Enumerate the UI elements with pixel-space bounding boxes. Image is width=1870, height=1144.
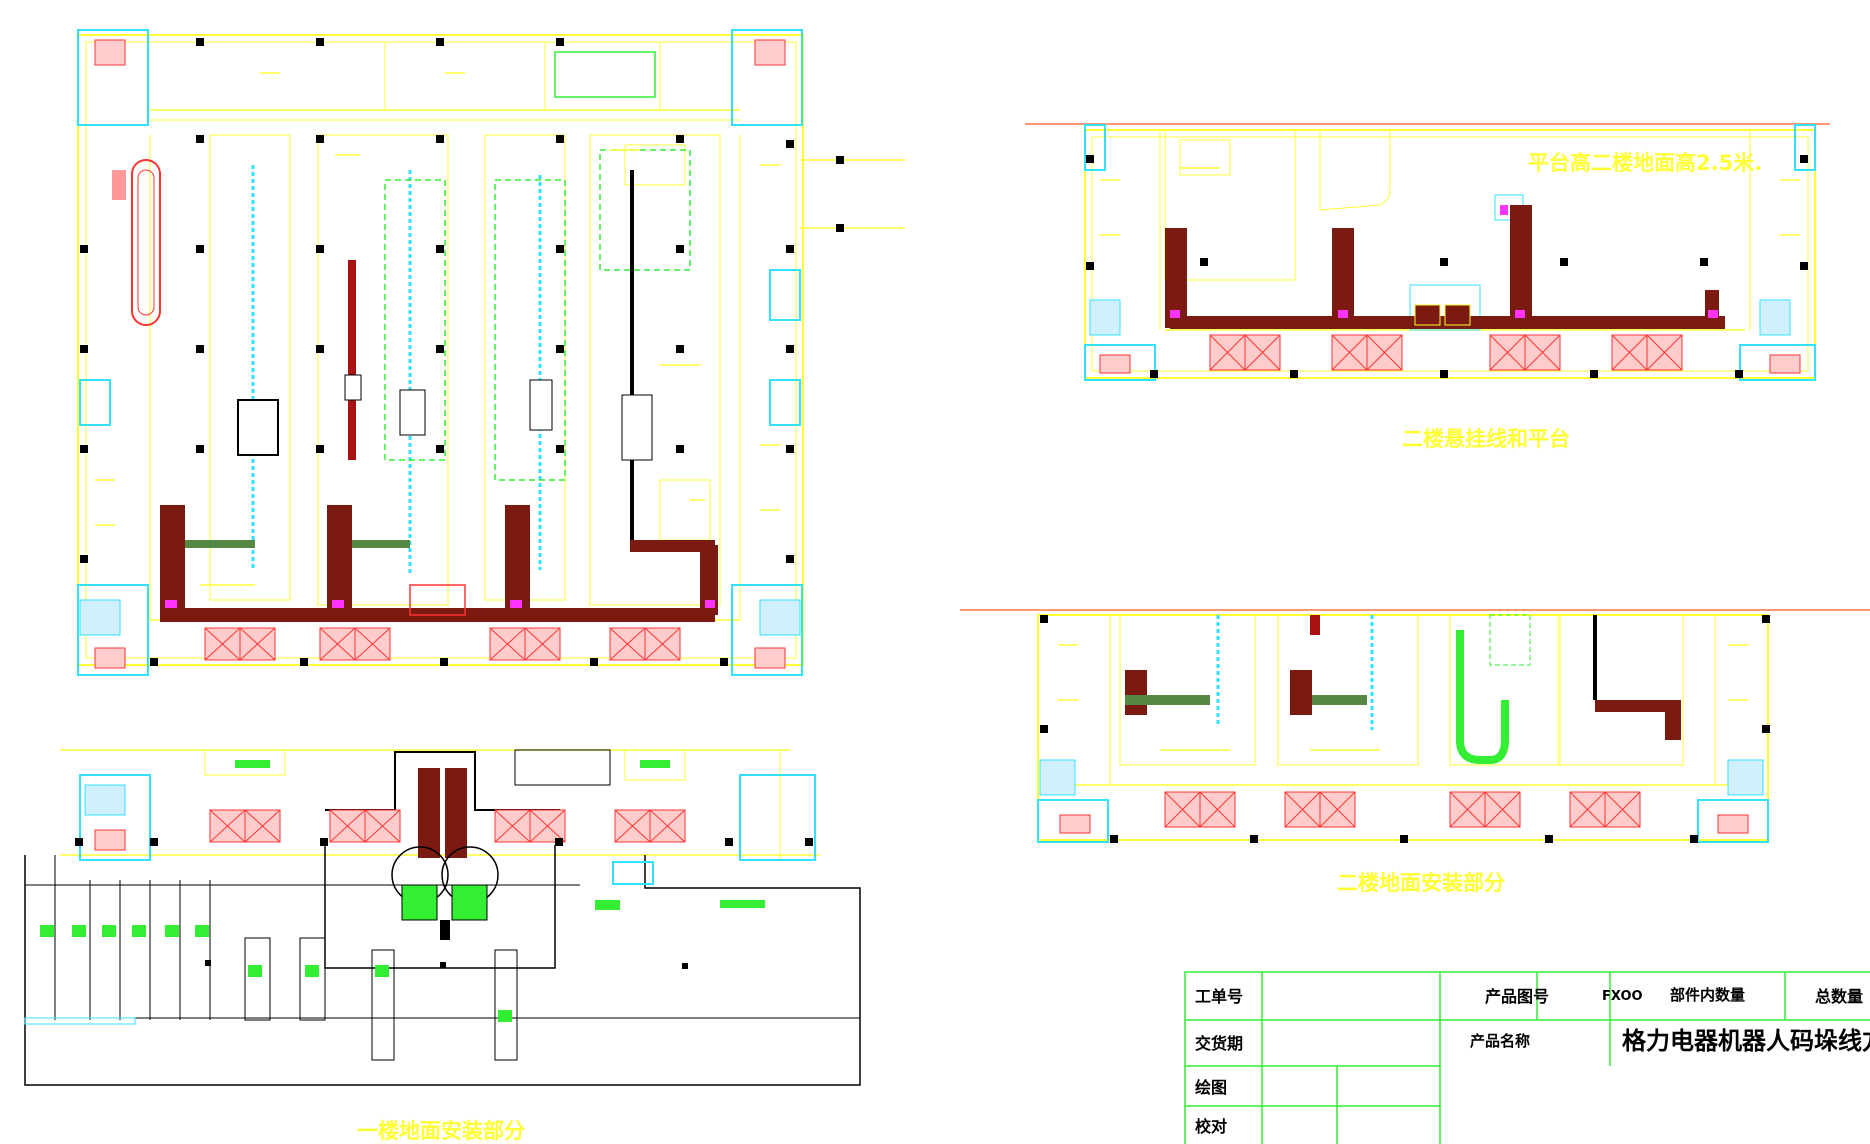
platform-height-note: 平台高二楼地面高2.5米. <box>1528 151 1762 175</box>
checked-by-label: 校对 <box>1195 1117 1227 1136</box>
product-drawing-no-label: 产品图号 <box>1485 987 1549 1006</box>
part-qty-label: 部件内数量 <box>1670 986 1745 1004</box>
drawn-by-label: 绘图 <box>1195 1078 1227 1097</box>
floor2-ground-label: 二楼地面安装部分 <box>1337 871 1505 895</box>
work-order-label: 工单号 <box>1195 987 1243 1006</box>
floor1-main-plan <box>77 29 905 676</box>
floor1-ground-plan <box>24 749 861 1086</box>
floor1-ground-label: 一楼地面安装部分 <box>357 1119 525 1143</box>
product-drawing-no-value: FXOO <box>1602 989 1643 1004</box>
delivery-label: 交货期 <box>1195 1034 1243 1053</box>
floor2-hanging-label: 二楼悬挂线和平台 <box>1402 427 1570 451</box>
product-name-value: 格力电器机器人码垛线方案图 <box>1622 1027 1870 1055</box>
floor2-ground-plan <box>960 609 1870 843</box>
product-name-label: 产品名称 <box>1470 1032 1530 1050</box>
total-qty-label: 总数量 <box>1815 987 1863 1006</box>
floor2-hanging-line-plan <box>1025 123 1830 381</box>
title-block: 工单号 产品图号 FXOO 部件内数量 总数量 交货期 产品名称 格力电器机器人… <box>1184 971 1870 1144</box>
